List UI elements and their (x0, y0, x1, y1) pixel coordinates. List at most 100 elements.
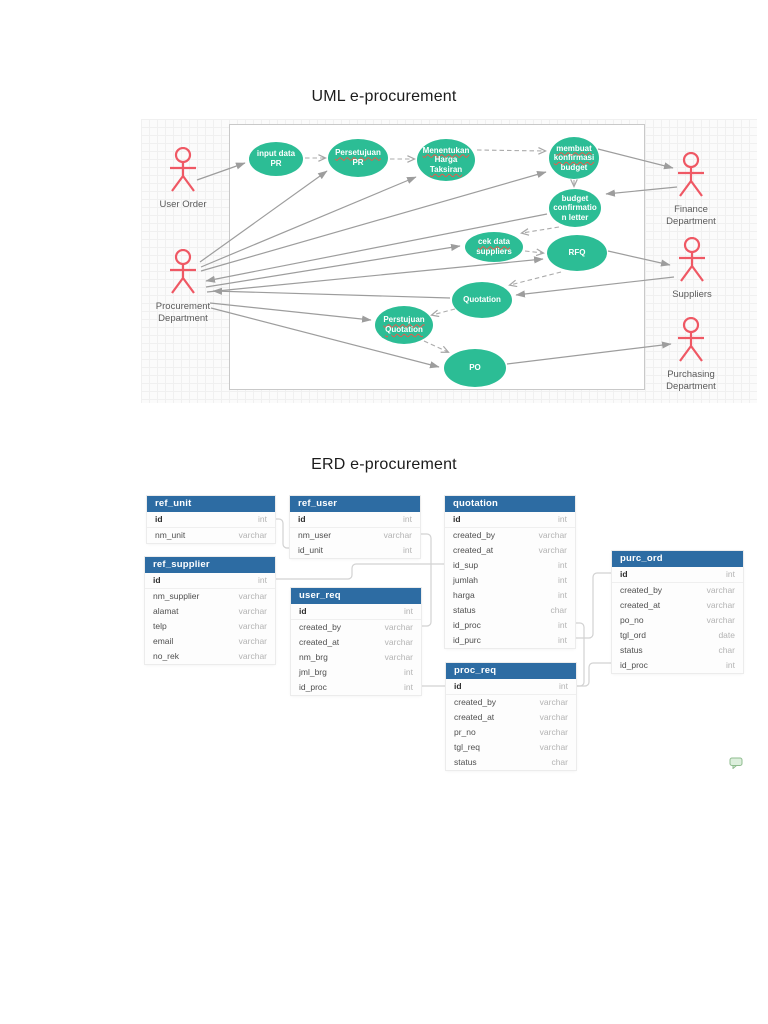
field-name: id (155, 514, 163, 524)
usecase-label: suppliers (476, 247, 512, 256)
actor-label: Procurement (155, 301, 211, 312)
field-row: harga int (445, 588, 575, 603)
chat-bubble-icon (729, 756, 743, 774)
actor-label: Finance (674, 204, 708, 215)
field-type: int (558, 590, 567, 600)
usecase-label: budget (560, 162, 588, 172)
usecase-label: membuat (556, 143, 592, 153)
field-type: int (258, 575, 267, 585)
usecase-label: Menentukan (422, 145, 470, 155)
field-type: varchar (384, 652, 413, 662)
actor-label: Department (666, 380, 716, 392)
field-row: id_proc int (291, 680, 421, 695)
field-name: id_unit (298, 545, 324, 555)
field-row: created_by varchar (612, 583, 743, 598)
actor-label: Purchasing (667, 369, 715, 380)
field-name: id_purc (453, 635, 481, 645)
field-type: varchar (238, 591, 267, 601)
field-type: int (726, 660, 735, 670)
field-type: varchar (706, 600, 735, 610)
table-header: ref_unit (147, 496, 275, 512)
erd-title: ERD e-procurement (311, 456, 457, 473)
usecase-label: PO (469, 363, 481, 373)
field-name: jml_brg (299, 667, 327, 677)
field-type: varchar (539, 697, 568, 707)
field-type: varchar (538, 545, 567, 555)
usecase-label: input data (256, 149, 296, 159)
field-type: char (551, 757, 568, 767)
field-name: tgl_req (454, 742, 480, 752)
table-header: ref_user (290, 496, 420, 512)
usecase-label: Perstujuan (383, 315, 425, 325)
field-name: id (620, 569, 628, 579)
field-type: varchar (384, 622, 413, 632)
field-type: varchar (238, 636, 267, 646)
field-name: nm_unit (155, 530, 186, 540)
stick-figure-icon (170, 147, 196, 192)
stick-figure-icon (678, 152, 704, 197)
field-row: nm_unit varchar (147, 528, 275, 543)
field-name: id_proc (620, 660, 648, 670)
actor-finance-department: Finance Department (641, 152, 741, 227)
field-type: int (558, 635, 567, 645)
field-name: id_proc (299, 682, 327, 692)
field-name: created_by (620, 585, 663, 595)
usecase-label: Quotation (463, 295, 501, 305)
field-type: varchar (706, 585, 735, 595)
table-header: user_req (291, 588, 421, 604)
usecase-label: confirmatio (553, 203, 597, 213)
usecase-label: Persetujuan (335, 148, 381, 158)
field-name: nm_user (298, 530, 332, 540)
field-name: created_at (620, 600, 661, 610)
actor-label: User Order (159, 199, 207, 210)
field-type: int (558, 620, 567, 630)
field-row: no_rek varchar (145, 649, 275, 664)
actor-procurement-department: Procurement Department (133, 249, 233, 324)
usecase-label: PR (270, 159, 282, 168)
field-row: id_proc int (612, 658, 743, 673)
stick-figure-icon (170, 249, 196, 294)
actor-label: Department (158, 312, 208, 324)
field-type: varchar (238, 651, 267, 661)
uml-title: UML e-procurement (311, 88, 457, 105)
field-type: char (718, 645, 735, 655)
field-type: varchar (538, 530, 567, 540)
field-type: varchar (539, 742, 568, 752)
table-header: purc_ord (612, 551, 743, 567)
field-type: int (404, 682, 413, 692)
field-type: int (558, 514, 567, 524)
field-type: char (550, 605, 567, 615)
field-name: no_rek (153, 651, 179, 661)
stick-figure-icon (678, 317, 704, 362)
field-name: harga (453, 590, 475, 600)
usecase-menentukan-harga-taksiran: Menentukan Harga Taksiran (417, 139, 475, 181)
field-type: varchar (238, 530, 267, 540)
usecase-po: PO (444, 349, 506, 387)
field-type: date (718, 630, 735, 640)
usecase-label: budget (561, 193, 589, 203)
usecase-label: Quotation (385, 325, 423, 334)
field-name: telp (153, 621, 167, 631)
